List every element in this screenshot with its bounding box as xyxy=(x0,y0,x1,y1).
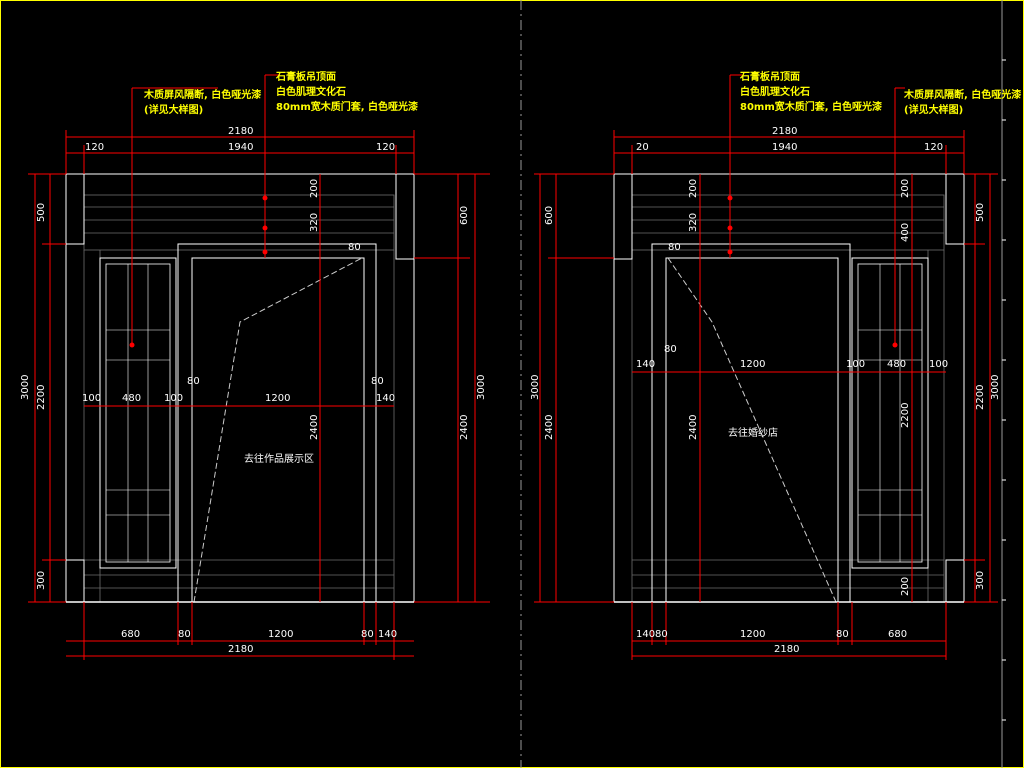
right-dim-mid-a: 140 xyxy=(636,359,655,370)
right-dim-mid-f: 100 xyxy=(929,359,948,370)
left-pillar-top-right xyxy=(395,173,415,260)
right-dim-mid-e: 480 xyxy=(887,359,906,370)
right-dim-top-mid: 1940 xyxy=(772,142,797,153)
right-dim-mid-d: 100 xyxy=(846,359,865,370)
left-note-wall: 白色肌理文化石 xyxy=(276,85,346,98)
left-dim-top-l: 120 xyxy=(85,142,104,153)
left-door-frame xyxy=(177,243,377,603)
right-note-frame: 80mm宽木质门套, 白色哑光漆 xyxy=(740,100,882,113)
left-dim-v-300: 300 xyxy=(36,571,47,590)
right-dim-top-r: 120 xyxy=(924,142,943,153)
left-pillar-top-left xyxy=(65,173,85,245)
right-dim-v-500: 500 xyxy=(975,203,986,222)
right-note-ceiling: 石膏板吊顶面 xyxy=(739,70,800,83)
left-dim-bot-b: 80 xyxy=(178,629,191,640)
right-dimension-lines xyxy=(534,74,998,660)
right-dim-v-200-bottom: 200 xyxy=(900,577,911,596)
left-dim-mid-c: 100 xyxy=(164,393,183,404)
left-dim-top-r: 120 xyxy=(376,142,395,153)
right-dim-v-600: 600 xyxy=(544,206,555,225)
left-dim-mid-f: 80 xyxy=(371,376,384,387)
right-pillar-top-left xyxy=(613,173,633,260)
right-dim-v-80: 80 xyxy=(668,242,681,253)
right-dim-v-2200-in: 2200 xyxy=(900,403,911,428)
left-dim-mid-a: 100 xyxy=(82,393,101,404)
right-dim-v-2400-in: 2400 xyxy=(688,415,699,440)
left-note-screen-ref: (详见大样图) xyxy=(144,103,203,116)
left-dim-v-2400-r: 2400 xyxy=(459,415,470,440)
left-dim-v-80: 80 xyxy=(348,242,361,253)
right-note-screen: 木质屏风隔断, 白色哑光漆 xyxy=(903,88,1021,101)
left-dim-bot-c: 1200 xyxy=(268,629,293,640)
right-dim-v-300: 300 xyxy=(975,571,986,590)
left-dim-v-320: 320 xyxy=(309,213,320,232)
right-dim-bot-e: 680 xyxy=(888,629,907,640)
right-dim-top-total: 2180 xyxy=(772,126,797,137)
left-dim-v-200: 200 xyxy=(309,179,320,198)
right-elevation: 石膏板吊顶面 白色肌理文化石 80mm宽木质门套, 白色哑光漆 木质屏风隔断, … xyxy=(530,70,1021,660)
left-door-label: 去往作品展示区 xyxy=(244,452,314,465)
left-note-ceiling: 石膏板吊顶面 xyxy=(275,70,336,83)
right-dim-v-400: 400 xyxy=(900,223,911,242)
left-dim-mid-e: 1200 xyxy=(265,393,290,404)
left-dim-bot-a: 680 xyxy=(121,629,140,640)
right-dim-bot-a: 140 xyxy=(636,629,655,640)
left-dim-mid-g: 140 xyxy=(376,393,395,404)
left-dim-v-2200: 2200 xyxy=(36,385,47,410)
left-dimension-lines xyxy=(28,74,490,660)
left-dim-top-mid: 1940 xyxy=(228,142,253,153)
left-elevation: 木质屏风隔断, 白色哑光漆 (详见大样图) 石膏板吊顶面 白色肌理文化石 80m… xyxy=(20,70,490,660)
right-dim-v-2200: 2200 xyxy=(975,385,986,410)
right-dim-v-2400-l: 2400 xyxy=(544,415,555,440)
right-leader-dots xyxy=(727,195,898,348)
right-dim-bot-total: 2180 xyxy=(774,644,799,655)
right-dim-mid-b: 80 xyxy=(664,344,677,355)
right-screen-panel xyxy=(851,257,929,569)
left-dim-top-total: 2180 xyxy=(228,126,253,137)
right-note-wall: 白色肌理文化石 xyxy=(740,85,810,98)
right-dim-v-3000-r: 3000 xyxy=(990,375,1001,400)
right-dim-bot-b: 80 xyxy=(655,629,668,640)
left-dim-mid-b: 480 xyxy=(122,393,141,404)
left-dim-bot-e: 140 xyxy=(378,629,397,640)
right-dim-bot-c: 1200 xyxy=(740,629,765,640)
left-dim-mid-d: 80 xyxy=(187,376,200,387)
left-note-screen: 木质屏风隔断, 白色哑光漆 xyxy=(143,88,261,101)
right-pillar-bottom xyxy=(945,559,965,603)
right-door-label: 去往婚纱店 xyxy=(728,426,778,439)
right-dim-v-3000-l: 3000 xyxy=(530,375,541,400)
left-leader-dots xyxy=(129,195,268,348)
left-dim-v-500: 500 xyxy=(36,203,47,222)
left-dim-v-2400-in: 2400 xyxy=(309,415,320,440)
right-dim-v-200-top: 200 xyxy=(900,179,911,198)
right-door-swing xyxy=(667,257,837,603)
left-screen-panel xyxy=(99,257,177,569)
right-dim-v-320: 320 xyxy=(688,213,699,232)
left-dim-bot-total: 2180 xyxy=(228,644,253,655)
left-dim-v-600: 600 xyxy=(459,206,470,225)
right-brick-texture xyxy=(631,194,945,602)
right-dim-v-200: 200 xyxy=(688,179,699,198)
right-door-frame xyxy=(651,243,851,603)
left-note-frame: 80mm宽木质门套, 白色哑光漆 xyxy=(276,100,418,113)
right-dim-top-l: 20 xyxy=(636,142,649,153)
left-dim-v-3000-r: 3000 xyxy=(476,375,487,400)
left-dim-bot-d: 80 xyxy=(361,629,374,640)
right-pillar-top-right xyxy=(945,173,965,245)
right-dim-bot-d: 80 xyxy=(836,629,849,640)
right-edge-ticks xyxy=(1002,59,1006,721)
right-note-screen-ref: (详见大样图) xyxy=(904,103,963,116)
left-pillar-bottom xyxy=(65,559,85,603)
left-door-swing xyxy=(193,257,363,603)
left-dim-v-3000: 3000 xyxy=(20,375,31,400)
right-dim-mid-c: 1200 xyxy=(740,359,765,370)
